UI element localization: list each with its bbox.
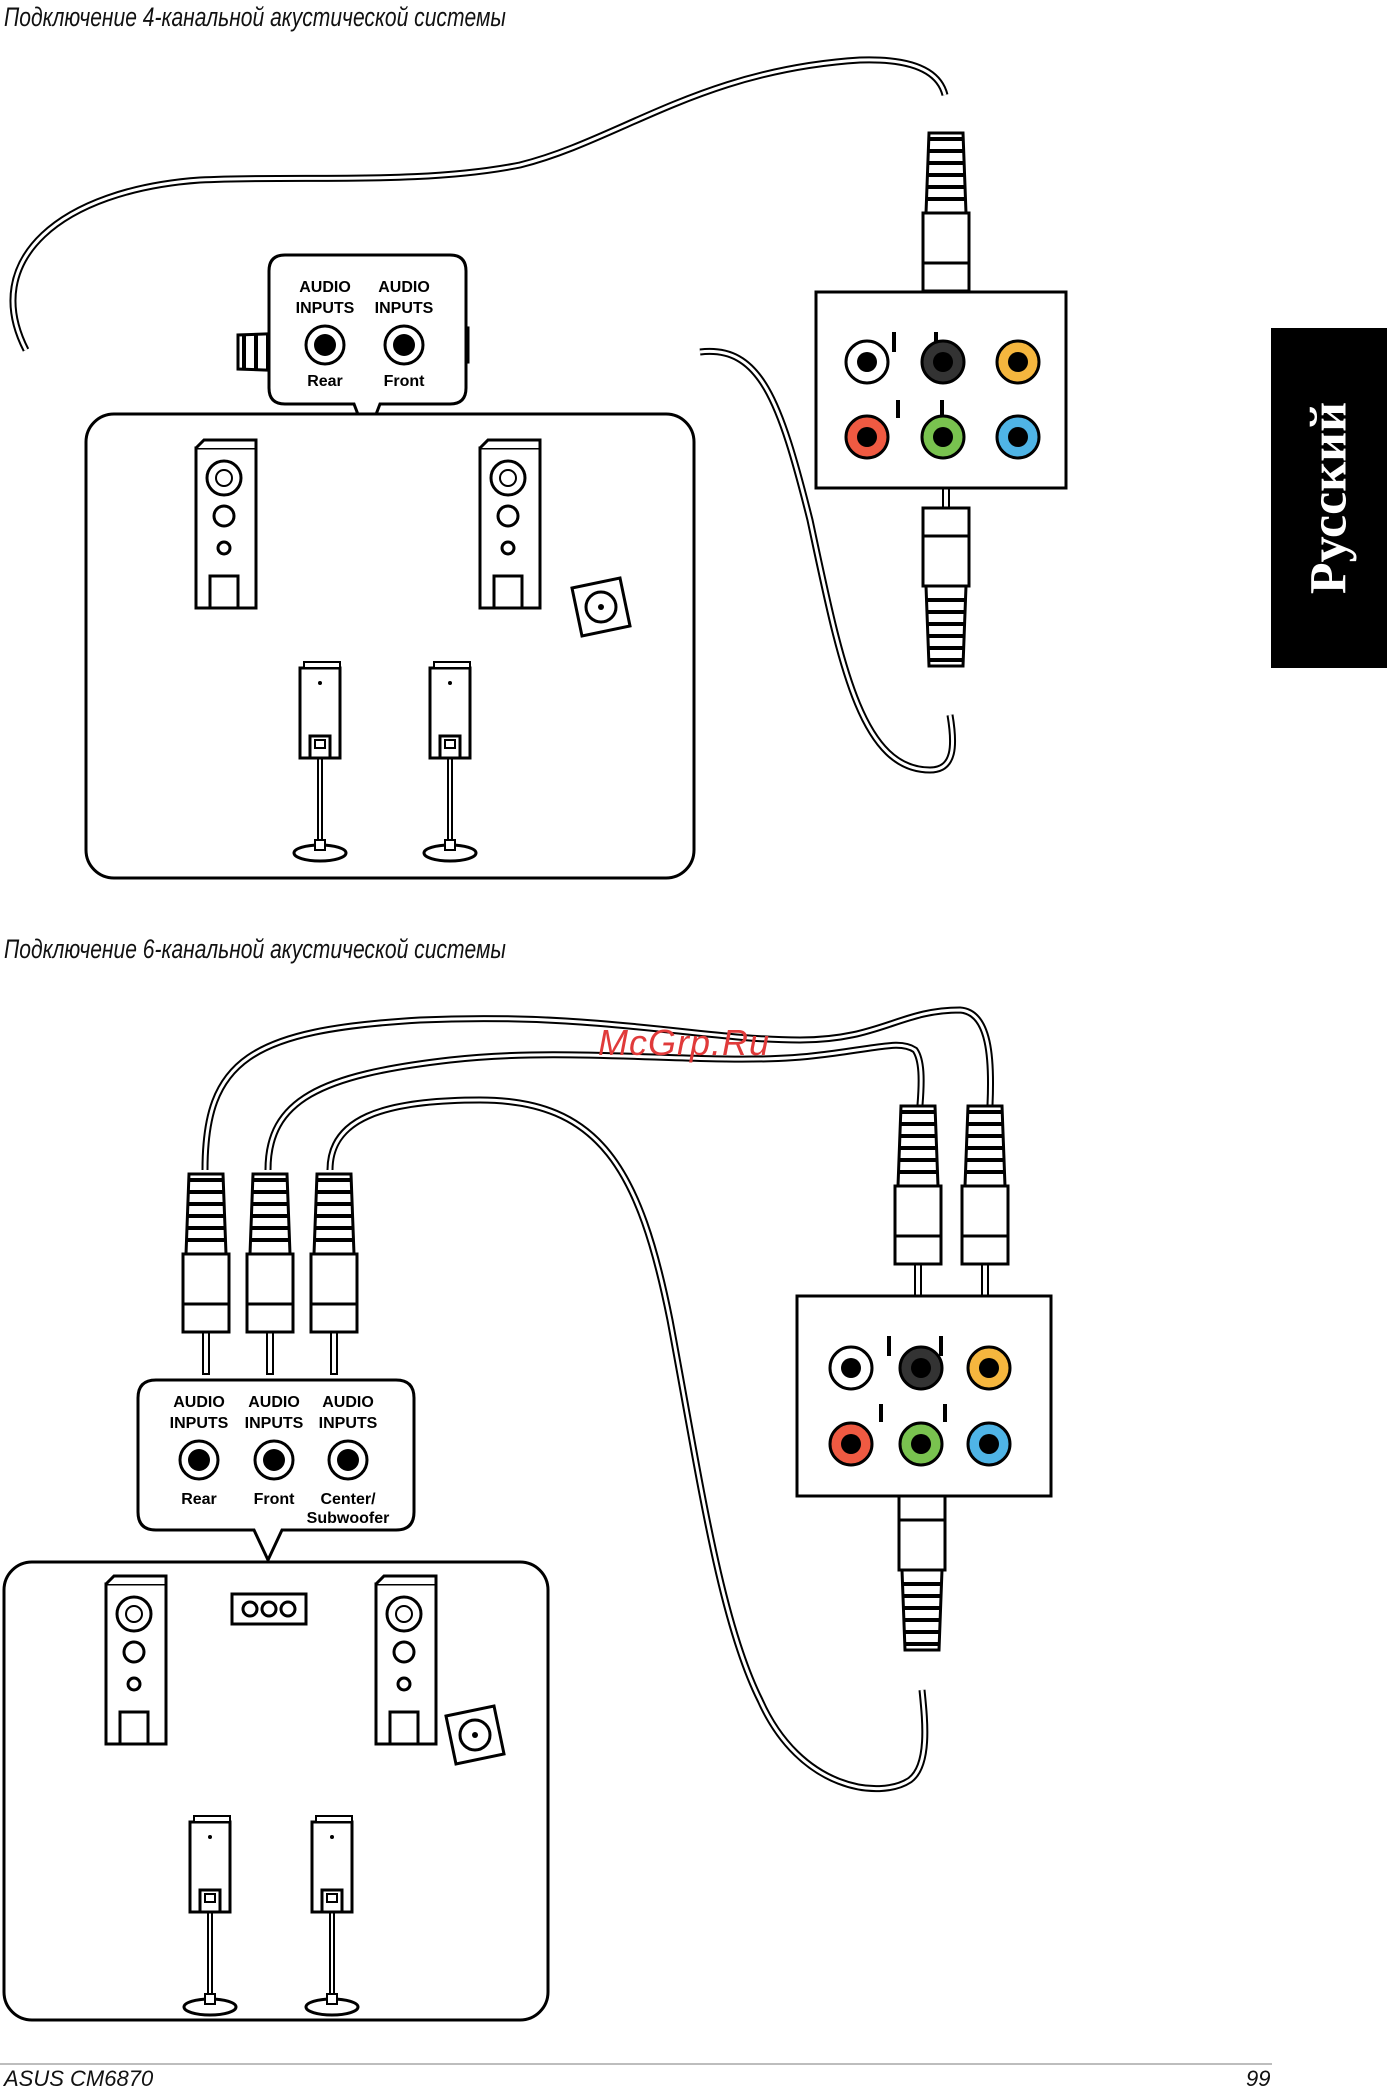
cable-rear-1	[13, 60, 945, 350]
input-jack-rear	[180, 1441, 218, 1479]
input-heading: INPUTS	[319, 1415, 378, 1432]
plug-panel-bottom	[923, 466, 969, 666]
footer-model: ASUS CM6870	[4, 2066, 153, 2092]
input-jack-center	[329, 1441, 367, 1479]
input-heading: AUDIO	[173, 1394, 225, 1411]
plug-panel-6ch-1	[895, 1106, 941, 1306]
input-jack-front	[255, 1441, 293, 1479]
front-speaker-left	[196, 440, 256, 608]
input-heading: AUDIO	[378, 279, 430, 296]
plug-front-6ch	[247, 1174, 293, 1374]
speaker-input-panel-4ch: AUDIO INPUTS AUDIO INPUTS Rear Front	[269, 255, 466, 438]
plug-panel-6ch-2	[962, 1106, 1008, 1306]
subwoofer	[572, 578, 630, 636]
input-heading: INPUTS	[375, 300, 434, 317]
footer-divider	[0, 2063, 1272, 2065]
speaker-set-6ch	[4, 1562, 548, 2020]
subwoofer-6ch	[446, 1706, 504, 1764]
audio-back-panel-4ch	[816, 292, 1066, 488]
center-speaker	[232, 1594, 306, 1624]
input-label-rear: Rear	[307, 373, 343, 390]
input-heading: AUDIO	[322, 1394, 374, 1411]
input-label-center: Center/	[320, 1491, 376, 1508]
front-speaker-right	[480, 440, 540, 608]
input-heading: AUDIO	[299, 279, 351, 296]
audio-back-panel-6ch	[797, 1296, 1051, 1496]
input-heading: INPUTS	[296, 300, 355, 317]
plug-center-6ch	[311, 1174, 357, 1374]
input-jack-rear	[306, 326, 344, 364]
input-label-subwoofer: Subwoofer	[307, 1510, 390, 1527]
front-speaker-left-6ch	[106, 1576, 166, 1744]
input-label-rear: Rear	[181, 1491, 217, 1508]
input-heading: AUDIO	[248, 1394, 300, 1411]
input-jack-front	[385, 326, 423, 364]
page-number: 99	[1246, 2066, 1270, 2092]
input-label-front: Front	[384, 373, 426, 390]
watermark: McGrp.Ru	[598, 1022, 770, 1064]
front-speaker-right-6ch	[376, 1576, 436, 1744]
speaker-set-4ch	[86, 414, 694, 878]
language-tab: Русский	[1271, 328, 1387, 668]
input-heading: INPUTS	[245, 1415, 304, 1432]
plug-rear-6ch	[183, 1174, 229, 1374]
speaker-input-panel-6ch: AUDIO INPUTS AUDIO INPUTS AUDIO INPUTS R…	[138, 1380, 414, 1560]
language-tab-label: Русский	[1300, 402, 1359, 594]
input-label-front: Front	[254, 1491, 296, 1508]
input-heading: INPUTS	[170, 1415, 229, 1432]
